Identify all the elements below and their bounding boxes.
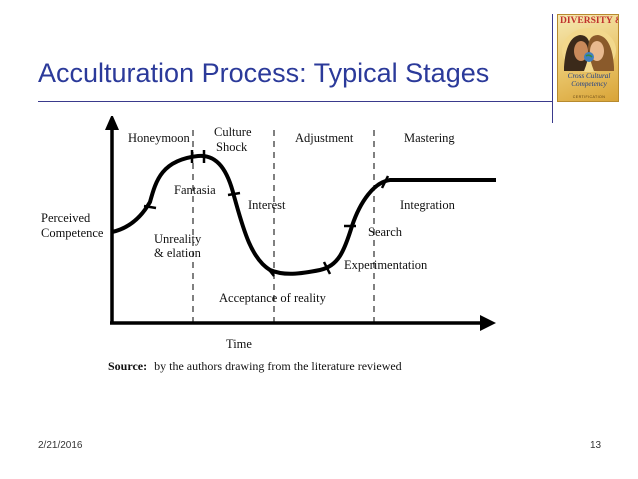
logo-faces-image xyxy=(562,28,616,72)
source-caption-label: Source: xyxy=(108,359,147,373)
phase-label-mastering: Mastering xyxy=(404,131,455,145)
stage-label-acceptance: Acceptance of reality xyxy=(219,291,327,305)
stage-label-interest: Interest xyxy=(248,198,286,212)
source-caption-text: by the authors drawing from the literatu… xyxy=(154,359,402,373)
phase-label-honeymoon: Honeymoon xyxy=(128,131,191,145)
logo-caption-line2: Competency xyxy=(571,79,607,88)
source-caption: Source: by the authors drawing from the … xyxy=(108,359,402,373)
stage-tick-unreality xyxy=(143,204,157,210)
stage-label-experimentation: Experimentation xyxy=(344,258,428,272)
logo-caption: Cross Cultural Competency xyxy=(559,72,618,88)
logo-caption-line1: Cross Cultural xyxy=(567,72,611,80)
y-axis-label-1: Perceived xyxy=(41,211,91,225)
stage-label-unreality-2: & elation xyxy=(154,246,202,260)
title-vertical-rule xyxy=(552,14,553,123)
y-axis-label-2: Competence xyxy=(41,226,104,240)
phase-label-culture-shock-1: Culture xyxy=(214,125,252,139)
stage-label-integration: Integration xyxy=(400,198,456,212)
diversity-certification-logo: DIVERSITY & Cross Cultural Competency CE… xyxy=(557,14,619,102)
footer-page-number: 13 xyxy=(590,440,602,451)
x-axis-label: Time xyxy=(226,337,252,351)
stage-tick-integration xyxy=(380,175,390,189)
stage-label-search: Search xyxy=(368,225,403,239)
title-underline xyxy=(38,101,553,102)
stage-tick-interest xyxy=(227,191,241,197)
acculturation-diagram: Honeymoon Culture Shock Adjustment Maste… xyxy=(38,116,498,378)
stage-label-fantasia: Fantasia xyxy=(174,183,216,197)
stage-label-unreality-1: Unreality xyxy=(154,232,202,246)
phase-label-culture-shock-2: Shock xyxy=(216,140,248,154)
stage-tick-experimentation xyxy=(322,261,332,275)
stage-tick-acceptance xyxy=(265,265,275,277)
phase-label-adjustment: Adjustment xyxy=(295,131,354,145)
logo-bottom-text: CERTIFICATION xyxy=(572,95,606,99)
footer-date: 2/21/2016 xyxy=(38,440,83,451)
slide-title: Acculturation Process: Typical Stages xyxy=(38,58,490,88)
acculturation-diagram-svg: Honeymoon Culture Shock Adjustment Maste… xyxy=(38,116,498,378)
logo-top-text: DIVERSITY & xyxy=(560,16,619,26)
